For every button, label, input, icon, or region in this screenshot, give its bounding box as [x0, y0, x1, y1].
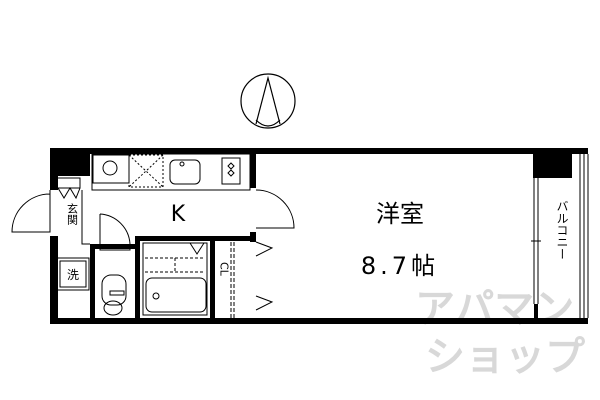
north-arrow-icon	[240, 73, 296, 129]
room-label-western: 洋室	[376, 200, 424, 228]
room-label-balcony: バルコニー	[555, 200, 569, 260]
room-label-washer: 洗	[67, 268, 79, 282]
room-label-entrance: 玄関	[66, 202, 79, 225]
entrance-door	[11, 190, 51, 233]
room-label-kitchen: K	[171, 202, 186, 227]
watermark-line1: アパマン	[415, 286, 574, 332]
room-size-western: 8.7帖	[361, 252, 439, 280]
watermark-line2: ショップ	[425, 334, 585, 380]
room-label-closet: CL	[218, 262, 231, 277]
